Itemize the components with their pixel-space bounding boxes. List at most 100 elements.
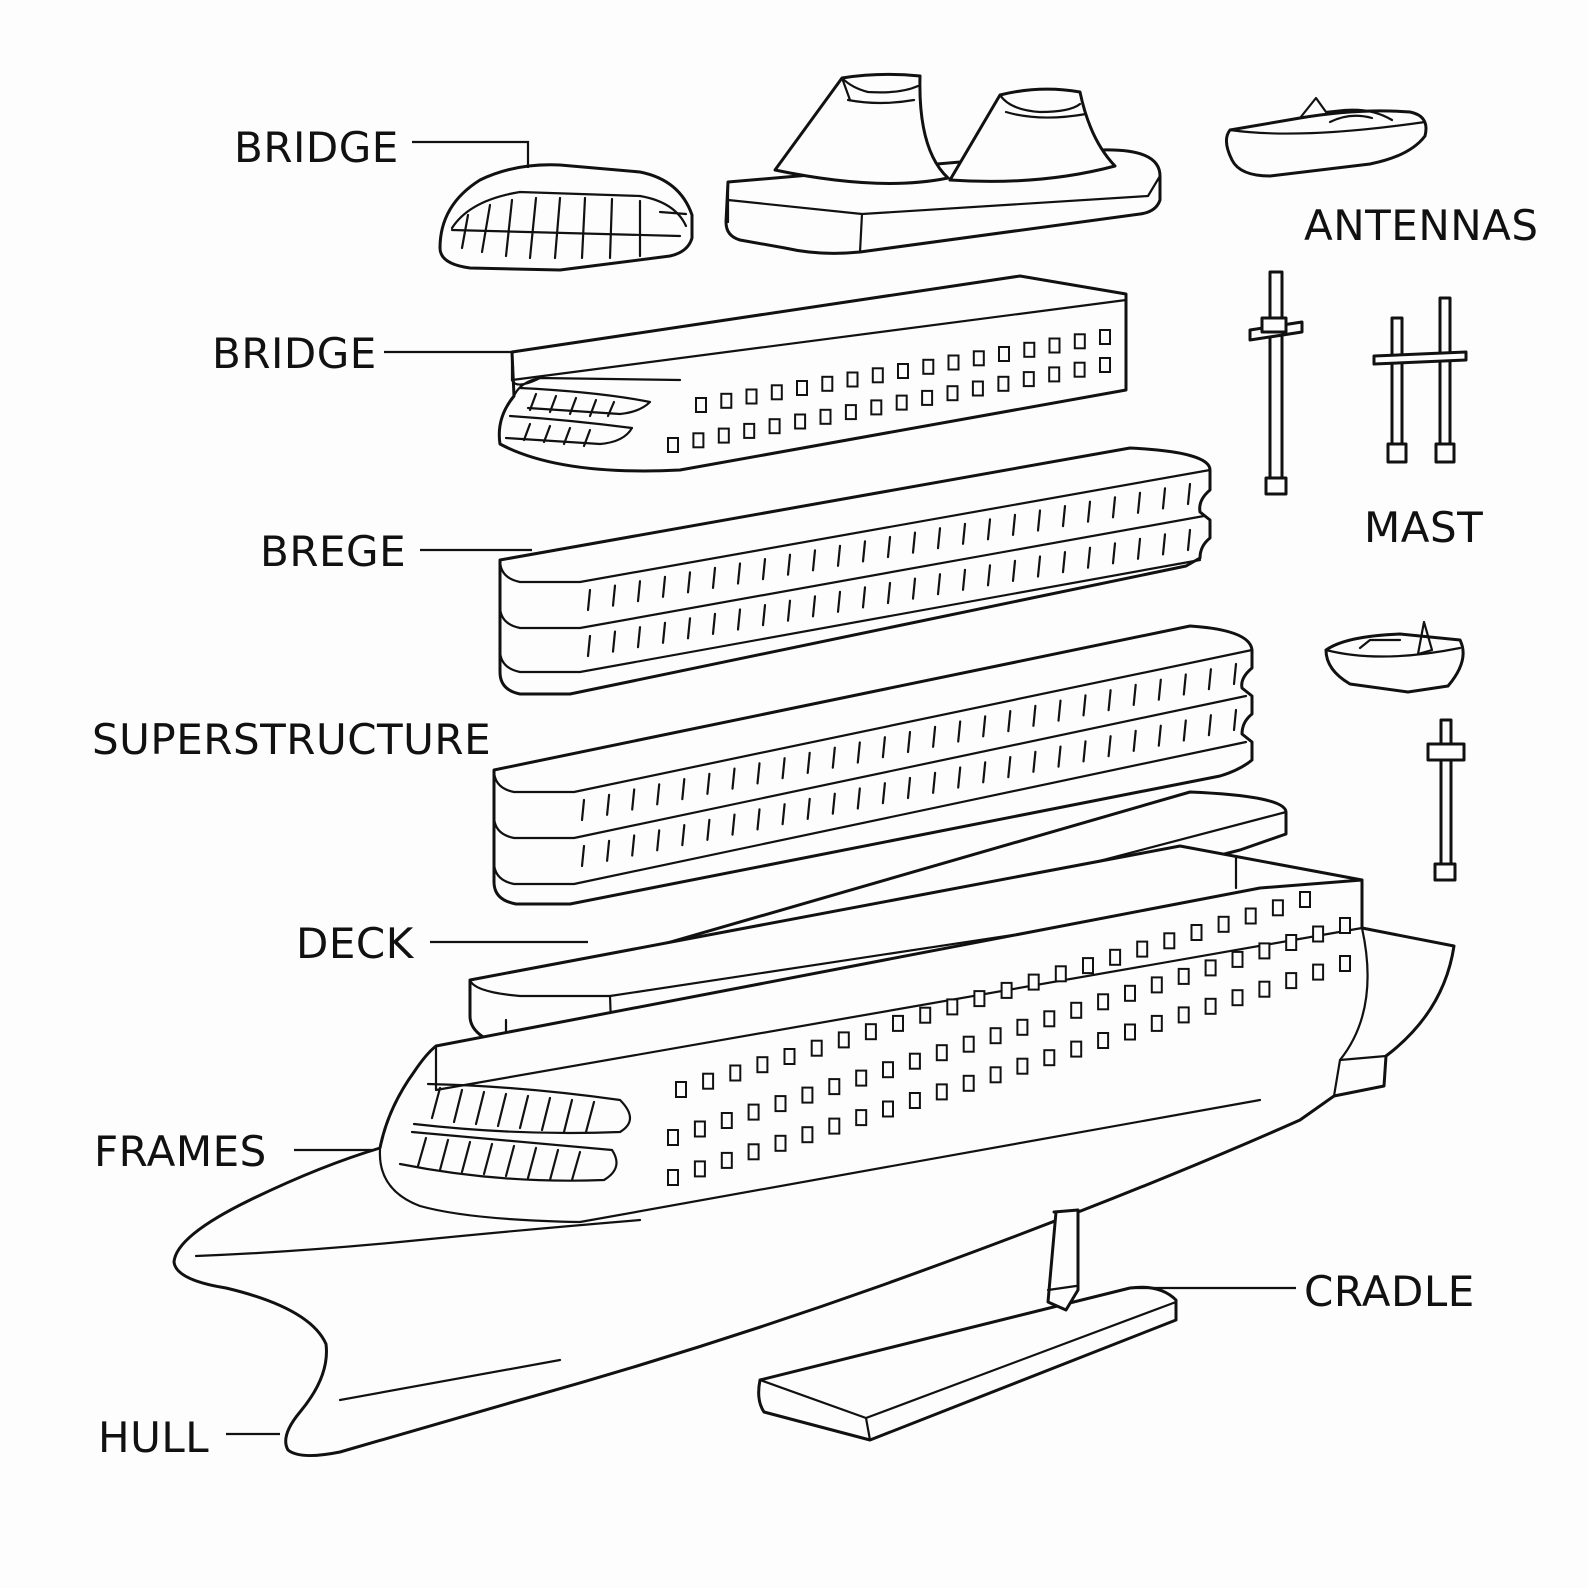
window-divider xyxy=(861,540,867,563)
window-divider xyxy=(1007,755,1012,779)
window xyxy=(1082,957,1094,975)
window xyxy=(729,1064,742,1082)
window-divider xyxy=(731,767,736,790)
window-divider xyxy=(881,782,887,805)
window-divider xyxy=(656,783,661,806)
window xyxy=(1177,967,1190,985)
window-divider xyxy=(736,562,742,585)
window xyxy=(870,399,883,416)
window-divider xyxy=(681,823,686,847)
window xyxy=(720,1112,733,1129)
window-divider xyxy=(781,803,786,826)
window xyxy=(745,388,758,405)
antenna-double xyxy=(1372,296,1468,464)
window-divider xyxy=(1232,662,1238,686)
window-divider xyxy=(1136,491,1142,514)
window xyxy=(1097,1032,1110,1049)
window xyxy=(1043,1049,1056,1067)
window xyxy=(1312,963,1325,981)
window-divider xyxy=(731,813,736,836)
label-superstructure: SUPERSTRUCTURE xyxy=(92,715,491,764)
window-divider xyxy=(1086,500,1092,523)
window xyxy=(895,394,908,411)
window-divider xyxy=(1057,699,1062,722)
label-frames: FRAMES xyxy=(94,1127,267,1176)
window-divider xyxy=(605,839,611,862)
window xyxy=(1163,932,1176,950)
window xyxy=(1027,973,1040,991)
window-divider xyxy=(586,588,592,612)
deck-stack-lower xyxy=(492,624,1254,906)
window xyxy=(1054,965,1067,983)
window xyxy=(768,418,781,435)
window-divider xyxy=(1107,689,1112,712)
window-divider xyxy=(636,626,642,649)
window-divider xyxy=(1007,709,1012,733)
window xyxy=(1258,980,1271,998)
window-divider xyxy=(580,844,586,868)
window xyxy=(1099,329,1111,345)
window xyxy=(774,1095,787,1113)
window xyxy=(972,350,985,367)
lifeboat-large xyxy=(1225,96,1428,178)
bridge-block xyxy=(497,274,1128,473)
window xyxy=(871,367,884,384)
window-divider xyxy=(1057,745,1062,768)
window xyxy=(947,354,960,371)
window xyxy=(908,1052,921,1070)
window-divider xyxy=(1086,546,1092,569)
window-divider xyxy=(1032,704,1037,727)
window-divider xyxy=(961,522,967,545)
window xyxy=(864,1023,877,1041)
window-divider xyxy=(906,776,912,800)
window-divider xyxy=(982,761,987,784)
window xyxy=(897,363,909,379)
window-divider xyxy=(936,527,942,550)
window-divider xyxy=(856,741,861,764)
window-divider xyxy=(906,730,912,754)
window xyxy=(989,1066,1002,1084)
window xyxy=(837,1031,850,1049)
window xyxy=(1244,907,1257,925)
window xyxy=(1204,959,1217,977)
window-divider xyxy=(736,608,742,631)
window xyxy=(962,1074,975,1092)
window-divider xyxy=(711,566,717,590)
window-divider xyxy=(811,549,817,572)
window-divider xyxy=(661,621,667,644)
window xyxy=(720,392,733,409)
label-brege: BREGE xyxy=(260,527,406,576)
window-divider xyxy=(686,617,692,640)
window-divider xyxy=(611,584,617,607)
window xyxy=(692,432,705,449)
window xyxy=(1312,925,1325,943)
window-divider xyxy=(631,788,636,811)
window-divider xyxy=(1082,694,1087,717)
window xyxy=(667,1129,679,1146)
window-divider xyxy=(706,818,711,841)
window-divider xyxy=(631,834,636,857)
window xyxy=(846,371,859,388)
window-divider xyxy=(1182,673,1187,696)
window xyxy=(693,1120,706,1138)
window-divider xyxy=(836,590,842,613)
window xyxy=(1285,934,1298,951)
window-divider xyxy=(936,573,942,596)
window xyxy=(1258,942,1271,960)
window xyxy=(892,1014,904,1032)
window-divider xyxy=(1132,683,1137,707)
window-divider xyxy=(836,544,842,567)
window xyxy=(801,1086,814,1104)
window-divider xyxy=(1107,735,1112,758)
window xyxy=(1339,955,1351,972)
window xyxy=(1124,1023,1136,1041)
window xyxy=(756,1056,769,1074)
mast-small xyxy=(1426,718,1466,882)
window-divider xyxy=(786,599,792,622)
window-divider xyxy=(931,771,937,794)
window xyxy=(1339,917,1351,934)
window-divider xyxy=(861,586,867,609)
window xyxy=(1231,950,1244,968)
window-divider xyxy=(711,612,717,636)
